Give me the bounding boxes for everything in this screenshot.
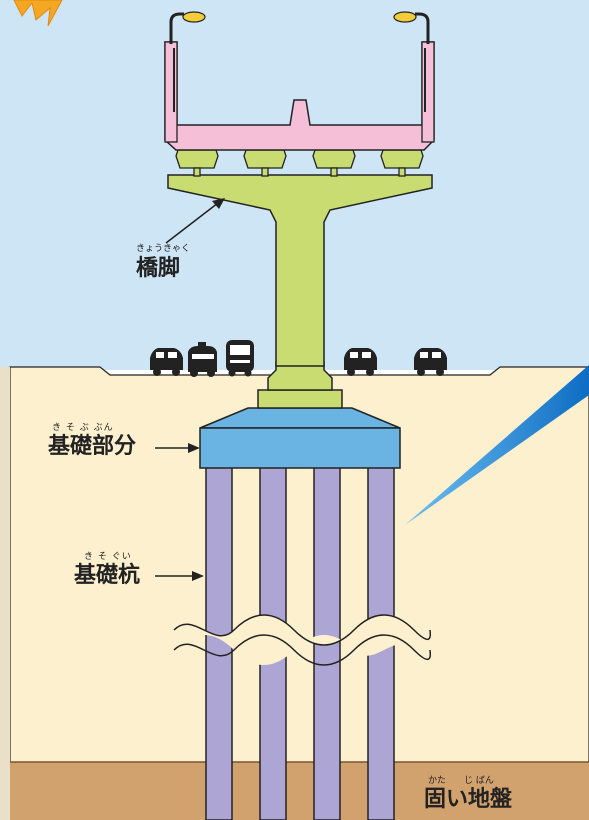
bus-icon [226,340,254,377]
sun-icon [13,0,63,27]
footing-label-ruby: き そ ぶ ぶん [52,423,114,433]
pier-pointer-arrow [165,198,225,244]
pile-break-wave [173,614,432,666]
piles-label: 基礎杭 [74,563,141,588]
pier [167,174,433,367]
bedrock-layer [10,762,589,820]
car-icon [344,348,377,376]
pier-base [257,361,343,409]
bearings [175,149,424,177]
pier-label-ruby: きょうきゃく [136,244,191,254]
piles-label-ruby: き そ ぐい [84,552,132,562]
ground-layer [9,366,589,820]
highlight-beam [405,365,589,525]
footing-pointer-arrow [155,443,200,453]
street-lamp-right [393,11,430,112]
footing-label: 基礎部分 [48,434,137,459]
piles-pointer-arrow [155,571,204,581]
car-icon [414,348,447,376]
footing [199,407,401,469]
bedrock-label: 固い地盤 [424,787,513,812]
street-lamp-left [169,11,206,112]
pier-label: 橋脚 [136,256,181,281]
car-icon [150,348,183,376]
bedrock-label-ruby: かた じ ばん [428,776,494,786]
police-car-icon [188,342,217,377]
